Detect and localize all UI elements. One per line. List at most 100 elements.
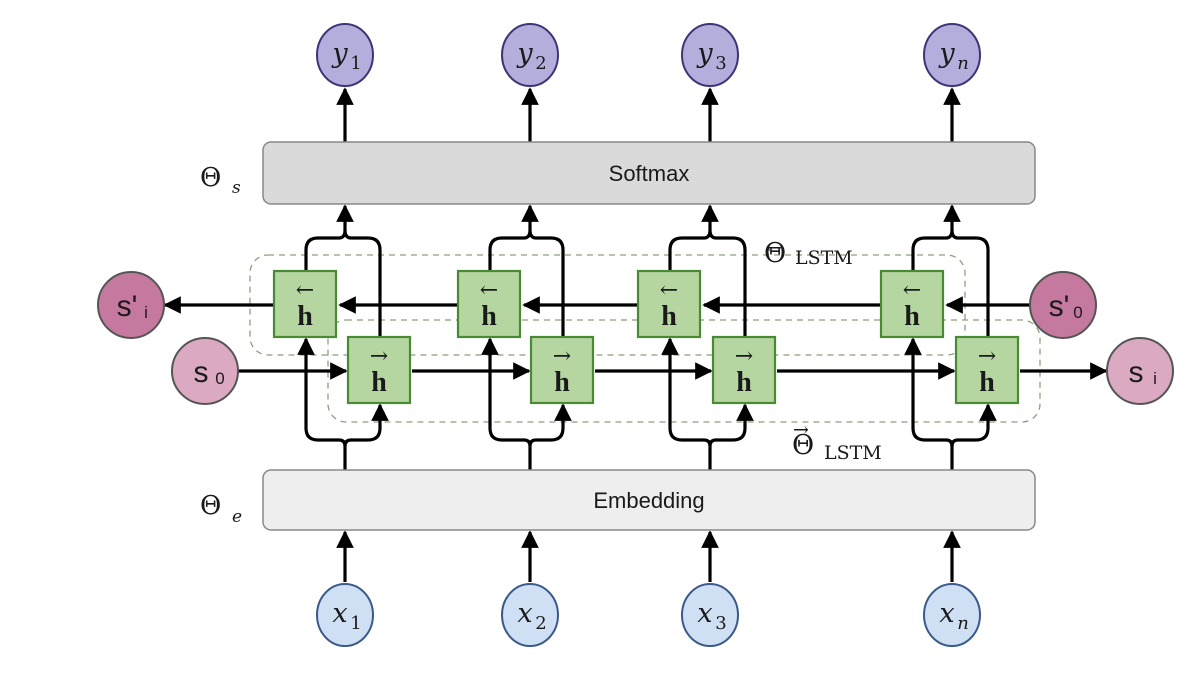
lstm-cell-box	[272, 269, 338, 339]
cell-direction-arrow: →	[370, 344, 388, 369]
backward-to-softmax-wire	[304, 229, 347, 273]
embedding-param-symbol: Θ	[200, 491, 221, 521]
lstm-cell-box	[456, 269, 522, 339]
node-variable: y	[696, 38, 713, 69]
state-subscript: i	[1153, 369, 1157, 388]
backward-param-symbol: Θ	[764, 238, 786, 269]
backward-to-softmax-wire	[488, 229, 532, 273]
state-circle	[97, 271, 165, 339]
node-variable: x	[939, 598, 954, 629]
node-subscript: 3	[715, 613, 726, 634]
node-circle	[923, 23, 981, 87]
node-variable: x	[697, 598, 712, 629]
forward-param-arrow: →	[793, 419, 809, 441]
node-circle	[923, 583, 981, 647]
embedding-layer: Embedding	[262, 469, 1036, 531]
connection-wires	[163, 87, 1108, 582]
node-subscript: 1	[350, 53, 361, 74]
embedding-to-forward-wire	[950, 403, 997, 447]
backward-lstm-cell: ←h	[636, 269, 702, 339]
state-variable: s	[194, 356, 209, 389]
cell-hidden-label: h	[661, 301, 677, 332]
embedding-label: Embedding	[593, 488, 704, 513]
node-circle	[681, 583, 739, 647]
backward-param-subscript: LSTM	[795, 247, 853, 269]
embedding-to-backward-wire	[904, 337, 954, 470]
forward-lstm-cell: →h	[954, 335, 1020, 405]
embedding-box	[262, 469, 1036, 531]
lstm-cell-box	[954, 335, 1020, 405]
forward-param-symbol: Θ	[792, 430, 814, 461]
forward-lstm-cell: →h	[346, 335, 412, 405]
embedding-param-subscript: e	[232, 507, 242, 527]
embedding-to-backward-wire	[297, 337, 347, 470]
forward-to-softmax-wire	[701, 204, 747, 339]
cell-hidden-label: h	[736, 367, 752, 398]
backward-lstm-param-label: ← Θ LSTM	[764, 237, 853, 269]
cell-direction-arrow: ←	[660, 278, 678, 303]
node-subscript: n	[957, 53, 969, 74]
node-circle	[681, 23, 739, 87]
backward-lstm-cells: ←h←h←h←h	[272, 269, 945, 339]
backward-to-softmax-wire	[911, 229, 954, 273]
embedding-to-backward-wire	[481, 337, 532, 470]
cell-direction-arrow: →	[978, 344, 996, 369]
embedding-to-backward-wire	[661, 337, 712, 470]
cell-hidden-label: h	[554, 367, 570, 398]
node-variable: y	[516, 38, 533, 69]
softmax-param-subscript: s	[232, 178, 241, 198]
state-variable: s'	[117, 290, 138, 323]
softmax-layer: Softmax	[262, 141, 1036, 205]
state-subscript: i	[144, 303, 148, 322]
cell-hidden-label: h	[979, 367, 995, 398]
state-subscript: 0	[1073, 303, 1082, 322]
embedding-param: Θ e	[200, 491, 242, 527]
forward-to-softmax-wire	[521, 204, 565, 339]
state-subscript: 0	[215, 369, 224, 388]
node-subscript: 3	[715, 53, 726, 74]
embedding-to-forward-wire	[343, 403, 389, 447]
lstm-cell-box	[529, 335, 595, 405]
forward-param-subscript: LSTM	[824, 442, 882, 464]
forward-lstm-cell: →h	[711, 335, 777, 405]
cell-direction-arrow: ←	[296, 278, 314, 303]
backward-initial-state: s'0	[1029, 271, 1097, 339]
lstm-cell-box	[346, 335, 412, 405]
backward-lstm-cell: ←h	[272, 269, 338, 339]
lstm-cell-box	[879, 269, 945, 339]
softmax-param-symbol: Θ	[200, 163, 221, 193]
state-circle	[171, 337, 239, 405]
cell-direction-arrow: ←	[903, 278, 921, 303]
node-circle	[316, 583, 374, 647]
backward-lstm-cell: ←h	[879, 269, 945, 339]
state-variable: s	[1129, 356, 1144, 389]
cell-hidden-label: h	[297, 301, 313, 332]
cell-hidden-label: h	[481, 301, 497, 332]
forward-to-softmax-wire	[943, 204, 990, 339]
lstm-cell-box	[636, 269, 702, 339]
softmax-param: Θ s	[200, 163, 241, 198]
cell-direction-arrow: →	[735, 344, 753, 369]
backward-lstm-cell: ←h	[456, 269, 522, 339]
cell-hidden-label: h	[371, 367, 387, 398]
softmax-box	[262, 141, 1036, 205]
node-subscript: 2	[535, 613, 546, 634]
node-variable: y	[331, 38, 348, 69]
embedding-to-forward-wire	[528, 403, 572, 447]
node-circle	[501, 23, 559, 87]
node-subscript: n	[957, 613, 969, 634]
cell-hidden-label: h	[904, 301, 920, 332]
state-variable: s'	[1049, 290, 1070, 323]
forward-lstm-param-label: → Θ LSTM	[792, 419, 882, 464]
